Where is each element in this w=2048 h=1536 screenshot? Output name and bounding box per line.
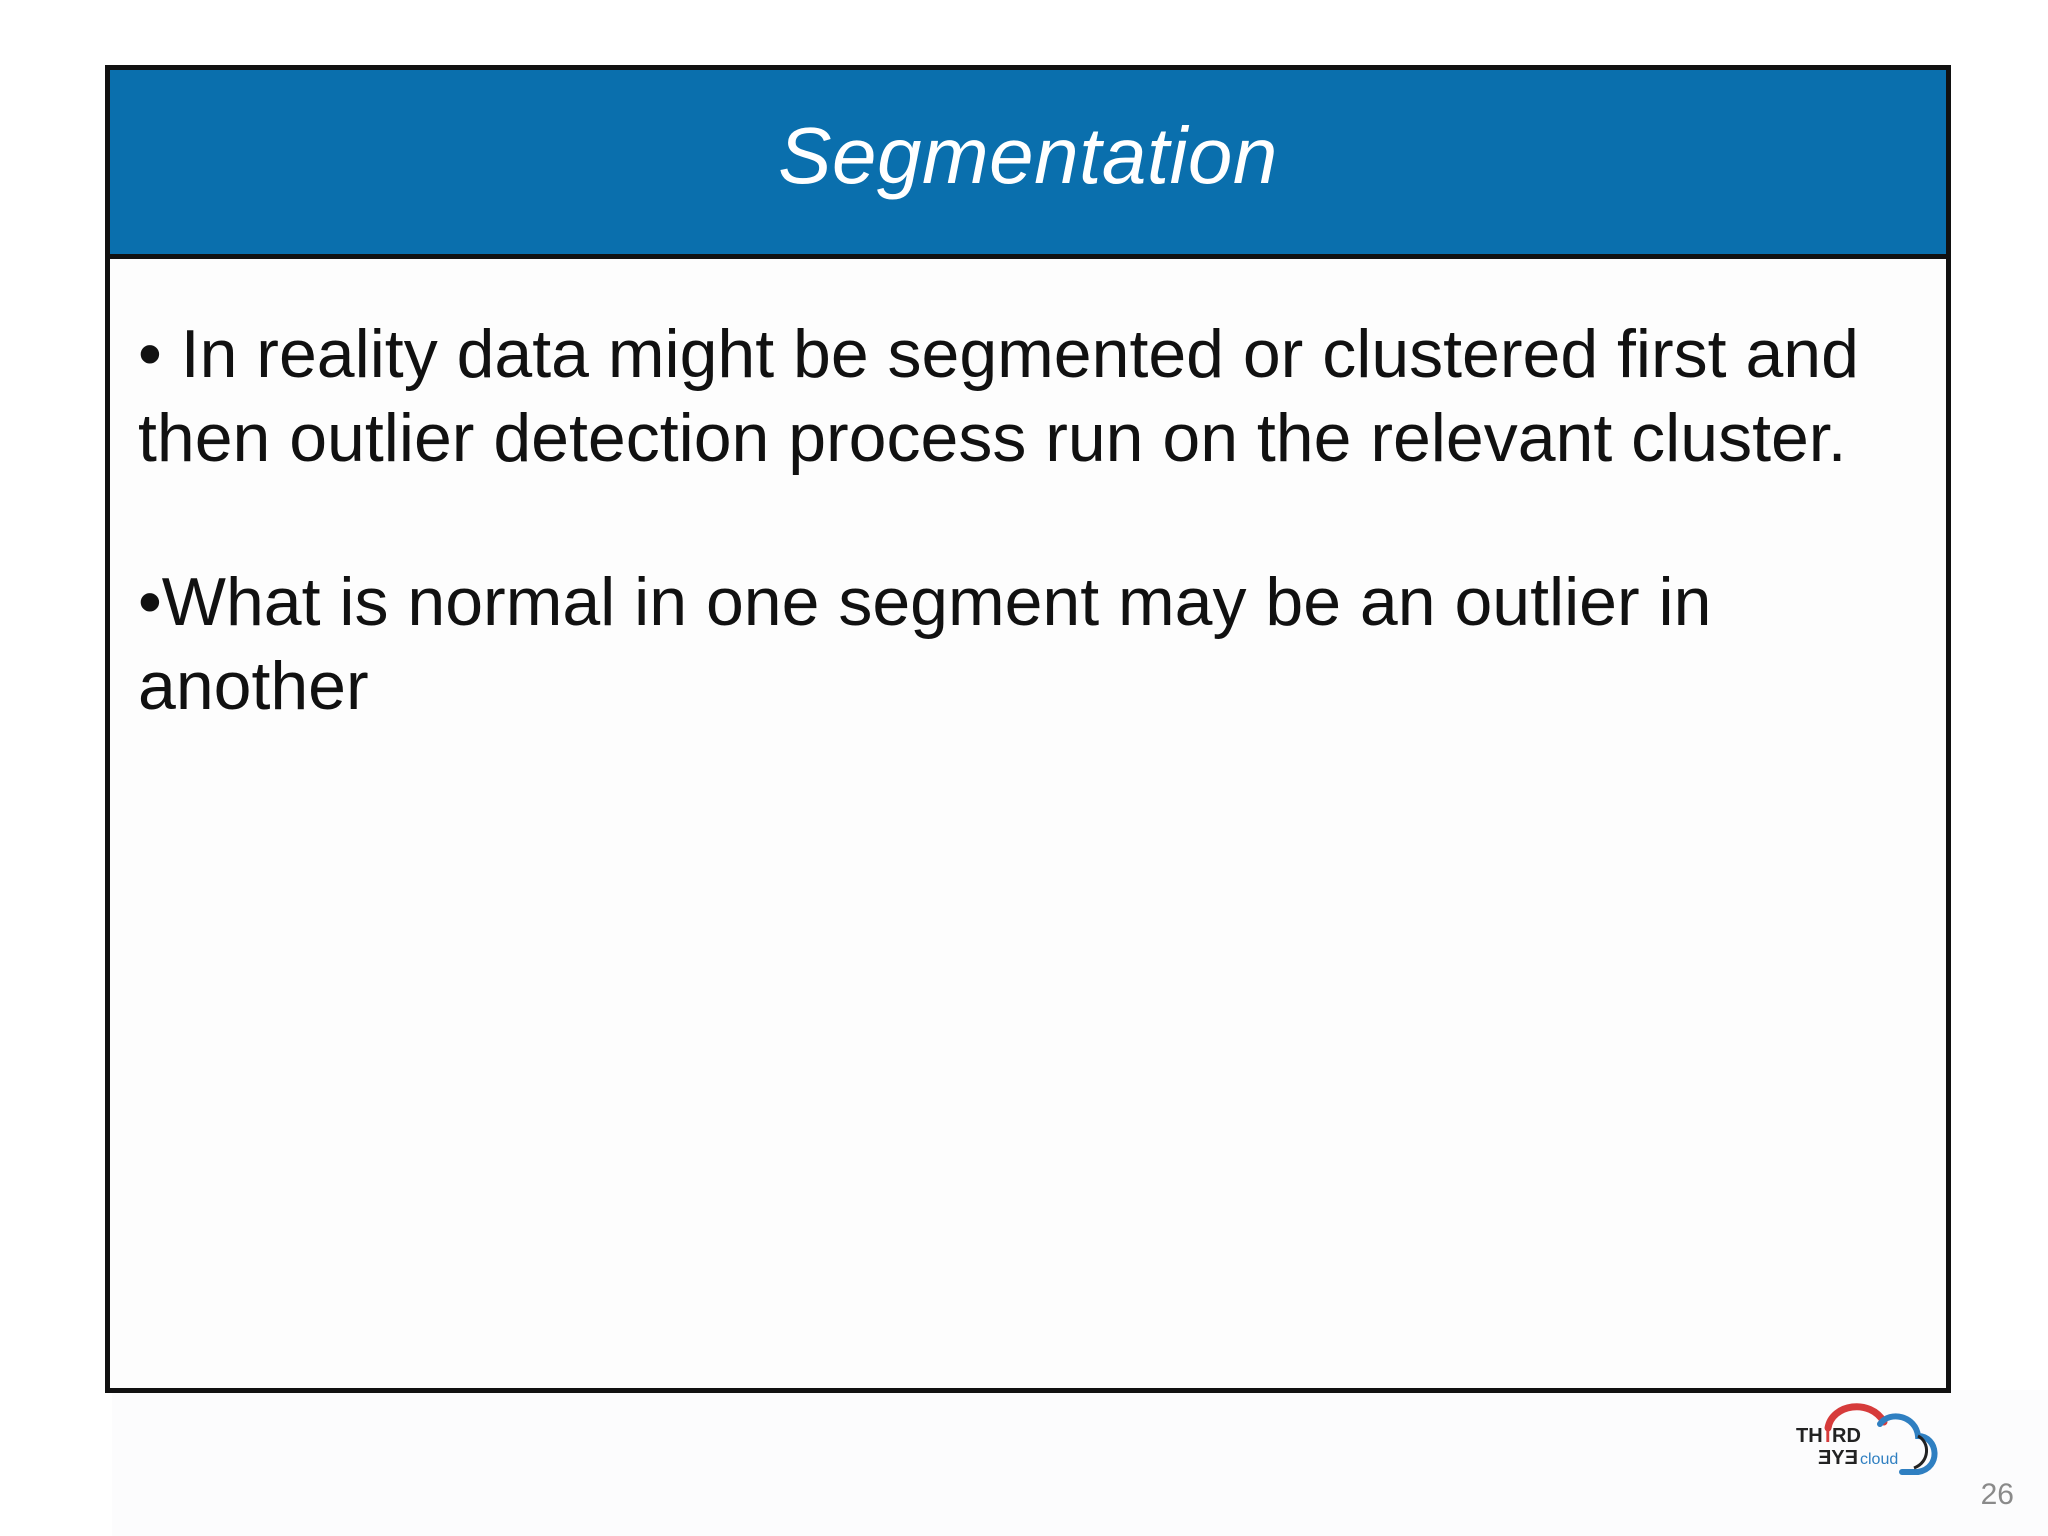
page-number: 26 <box>1980 1478 2014 1511</box>
title-bar: Segmentation <box>110 70 1946 259</box>
slide-title: Segmentation <box>778 111 1278 200</box>
third-eye-cloud-logo: TH I RD EYE cloud <box>1796 1403 1938 1475</box>
slide-content: • In reality data might be segmented or … <box>138 312 1938 808</box>
slide-frame: Segmentation • In reality data might be … <box>105 65 1951 1393</box>
svg-text:RD: RD <box>1832 1425 1861 1447</box>
bullet-item: • In reality data might be segmented or … <box>138 316 1859 476</box>
svg-text:TH: TH <box>1796 1425 1823 1447</box>
svg-text:EYE: EYE <box>1818 1447 1858 1469</box>
footer-band <box>112 1390 2048 1536</box>
svg-text:I: I <box>1825 1425 1831 1447</box>
bullet-item: •What is normal in one segment may be an… <box>138 564 1712 724</box>
svg-text:cloud: cloud <box>1860 1451 1898 1468</box>
